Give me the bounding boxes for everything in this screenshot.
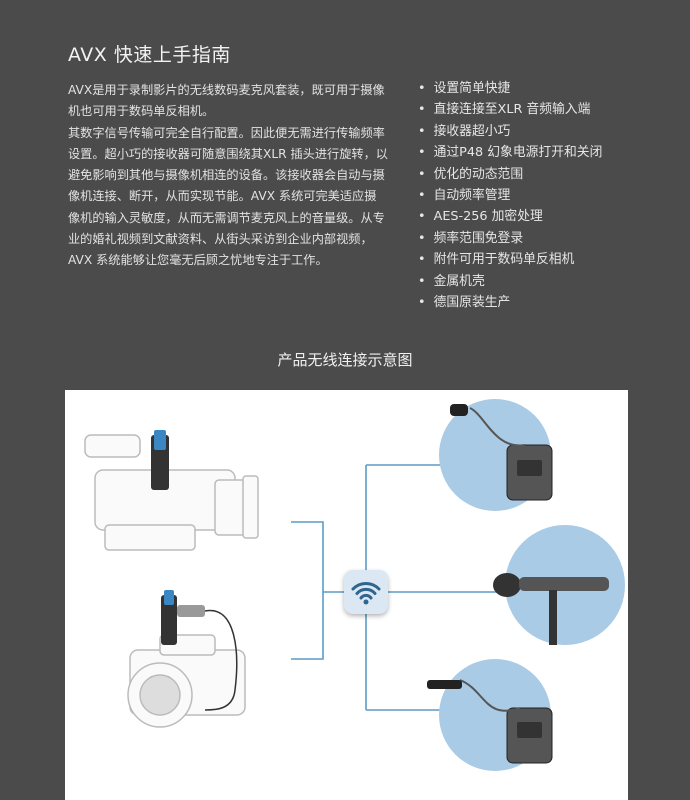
wifi-icon bbox=[351, 582, 381, 605]
dslr-illustration bbox=[127, 634, 246, 728]
connection-diagram bbox=[65, 390, 628, 800]
receiver-on-dslr bbox=[161, 590, 238, 711]
feature-item: 德国原装生产 bbox=[418, 292, 602, 313]
feature-list: 设置简单快捷 直接连接至XLR 音频输入端 接收器超小巧 通过P48 幻象电源打… bbox=[418, 78, 603, 313]
feature-item: 附件可用于数码单反相机 bbox=[418, 249, 602, 270]
intro-text: AVX是用于录制影片的无线数码麦克风套装，既可用于摄像机也可用于数码单反相机。 … bbox=[68, 80, 388, 272]
feature-item: 金属机壳 bbox=[418, 271, 602, 292]
intro-paragraph: 其数字信号传输可完全自行配置。因此便无需进行传输频率设置。超小巧的接收器可随意围… bbox=[68, 125, 388, 268]
feature-item: 频率范围免登录 bbox=[418, 228, 602, 249]
feature-item: 设置简单快捷 bbox=[418, 78, 602, 99]
diagram-title: 产品无线连接示意图 bbox=[277, 351, 413, 369]
feature-item: 直接连接至XLR 音频输入端 bbox=[418, 99, 602, 120]
page-title: AVX 快速上手指南 bbox=[68, 44, 231, 66]
feature-item: 自动频率管理 bbox=[418, 185, 602, 206]
bodypack-transmitter-1 bbox=[450, 404, 553, 501]
feature-item: 优化的动态范围 bbox=[418, 164, 602, 185]
camcorder-illustration bbox=[84, 434, 259, 551]
handheld-microphone bbox=[493, 573, 609, 645]
wireless-hub bbox=[344, 570, 388, 614]
feature-item: AES-256 加密处理 bbox=[418, 206, 602, 227]
feature-item: 接收器超小巧 bbox=[418, 121, 602, 142]
intro-paragraph: AVX是用于录制影片的无线数码麦克风套装，既可用于摄像机也可用于数码单反相机。 bbox=[68, 83, 385, 119]
receiver-on-camcorder bbox=[151, 430, 169, 490]
feature-item: 通过P48 幻象电源打开和关闭 bbox=[418, 142, 603, 163]
bodypack-transmitter-2 bbox=[427, 679, 553, 764]
